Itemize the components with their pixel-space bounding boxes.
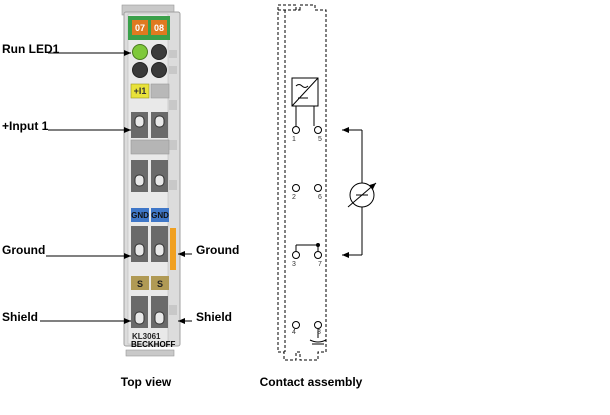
gnd-tag-left-text: GND bbox=[131, 211, 149, 220]
run-led1 bbox=[132, 44, 148, 60]
contact-num-2: 2 bbox=[292, 194, 296, 201]
contact-4 bbox=[292, 321, 300, 329]
led-number-tag-08 bbox=[151, 20, 167, 35]
led-number-08: 08 bbox=[154, 23, 164, 33]
input-tag bbox=[130, 83, 150, 99]
ground-symbol bbox=[309, 339, 327, 343]
ground-right-label: Ground bbox=[196, 243, 239, 257]
terminal-module: 07 08 +I1 GND GND bbox=[121, 4, 181, 357]
shield-tag-left-text: S bbox=[137, 279, 143, 289]
contact-num-1: 1 bbox=[292, 136, 296, 143]
callouts: Run LED1 +Input 1 Ground Ground Shield S… bbox=[2, 42, 239, 324]
shield-right-label: Shield bbox=[196, 310, 232, 324]
spring-contact-pair-3 bbox=[131, 226, 168, 262]
brand-label: BECKHOFF bbox=[131, 340, 176, 349]
contact-num-5: 5 bbox=[318, 136, 322, 143]
gnd-tag-right bbox=[151, 208, 169, 222]
led-2 bbox=[151, 44, 167, 60]
contact-2 bbox=[292, 184, 300, 192]
contact-8 bbox=[314, 321, 322, 329]
converter-box bbox=[291, 77, 319, 107]
ground-left-label: Ground bbox=[2, 243, 45, 257]
contact-1 bbox=[292, 126, 300, 134]
contact-num-4: 4 bbox=[292, 329, 296, 336]
contact-num-6: 6 bbox=[318, 194, 322, 201]
spring-contact-pair-4 bbox=[131, 296, 168, 328]
contact-assembly-caption: Contact assembly bbox=[260, 375, 363, 389]
shield-tag-right bbox=[151, 276, 169, 290]
shield-tag-right-text: S bbox=[157, 279, 163, 289]
contact-assembly bbox=[277, 4, 377, 361]
contact-num-7: 7 bbox=[318, 261, 322, 268]
contact-5 bbox=[314, 126, 322, 134]
led-number-07: 07 bbox=[135, 23, 145, 33]
shield-tag-left bbox=[131, 276, 149, 290]
sensor-symbol bbox=[349, 182, 375, 208]
side-orange-bar bbox=[170, 228, 176, 270]
contact-3 bbox=[292, 251, 300, 259]
spring-contact-pair-2 bbox=[131, 160, 168, 192]
contact-num-8: 8 bbox=[317, 329, 321, 336]
model-label: KL3061 bbox=[132, 332, 161, 341]
led-3 bbox=[132, 62, 148, 78]
input1-label: +Input 1 bbox=[2, 119, 49, 133]
gnd-tag-left bbox=[131, 208, 149, 222]
gnd-tag-right-text: GND bbox=[151, 211, 169, 220]
spring-contact-pair-1 bbox=[131, 112, 168, 138]
contact-6 bbox=[314, 184, 322, 192]
contact-numbers: 1 5 2 6 3 7 4 8 bbox=[292, 136, 322, 336]
top-view-caption: Top view bbox=[121, 375, 172, 389]
led-number-tag-07 bbox=[132, 20, 148, 35]
run-led1-label: Run LED1 bbox=[2, 42, 60, 56]
shield-left-label: Shield bbox=[2, 310, 38, 324]
contact-7 bbox=[314, 251, 322, 259]
assembly-outline bbox=[277, 4, 327, 361]
led-4 bbox=[151, 62, 167, 78]
contact-num-3: 3 bbox=[292, 261, 296, 268]
input-tag-text: +I1 bbox=[134, 86, 147, 96]
